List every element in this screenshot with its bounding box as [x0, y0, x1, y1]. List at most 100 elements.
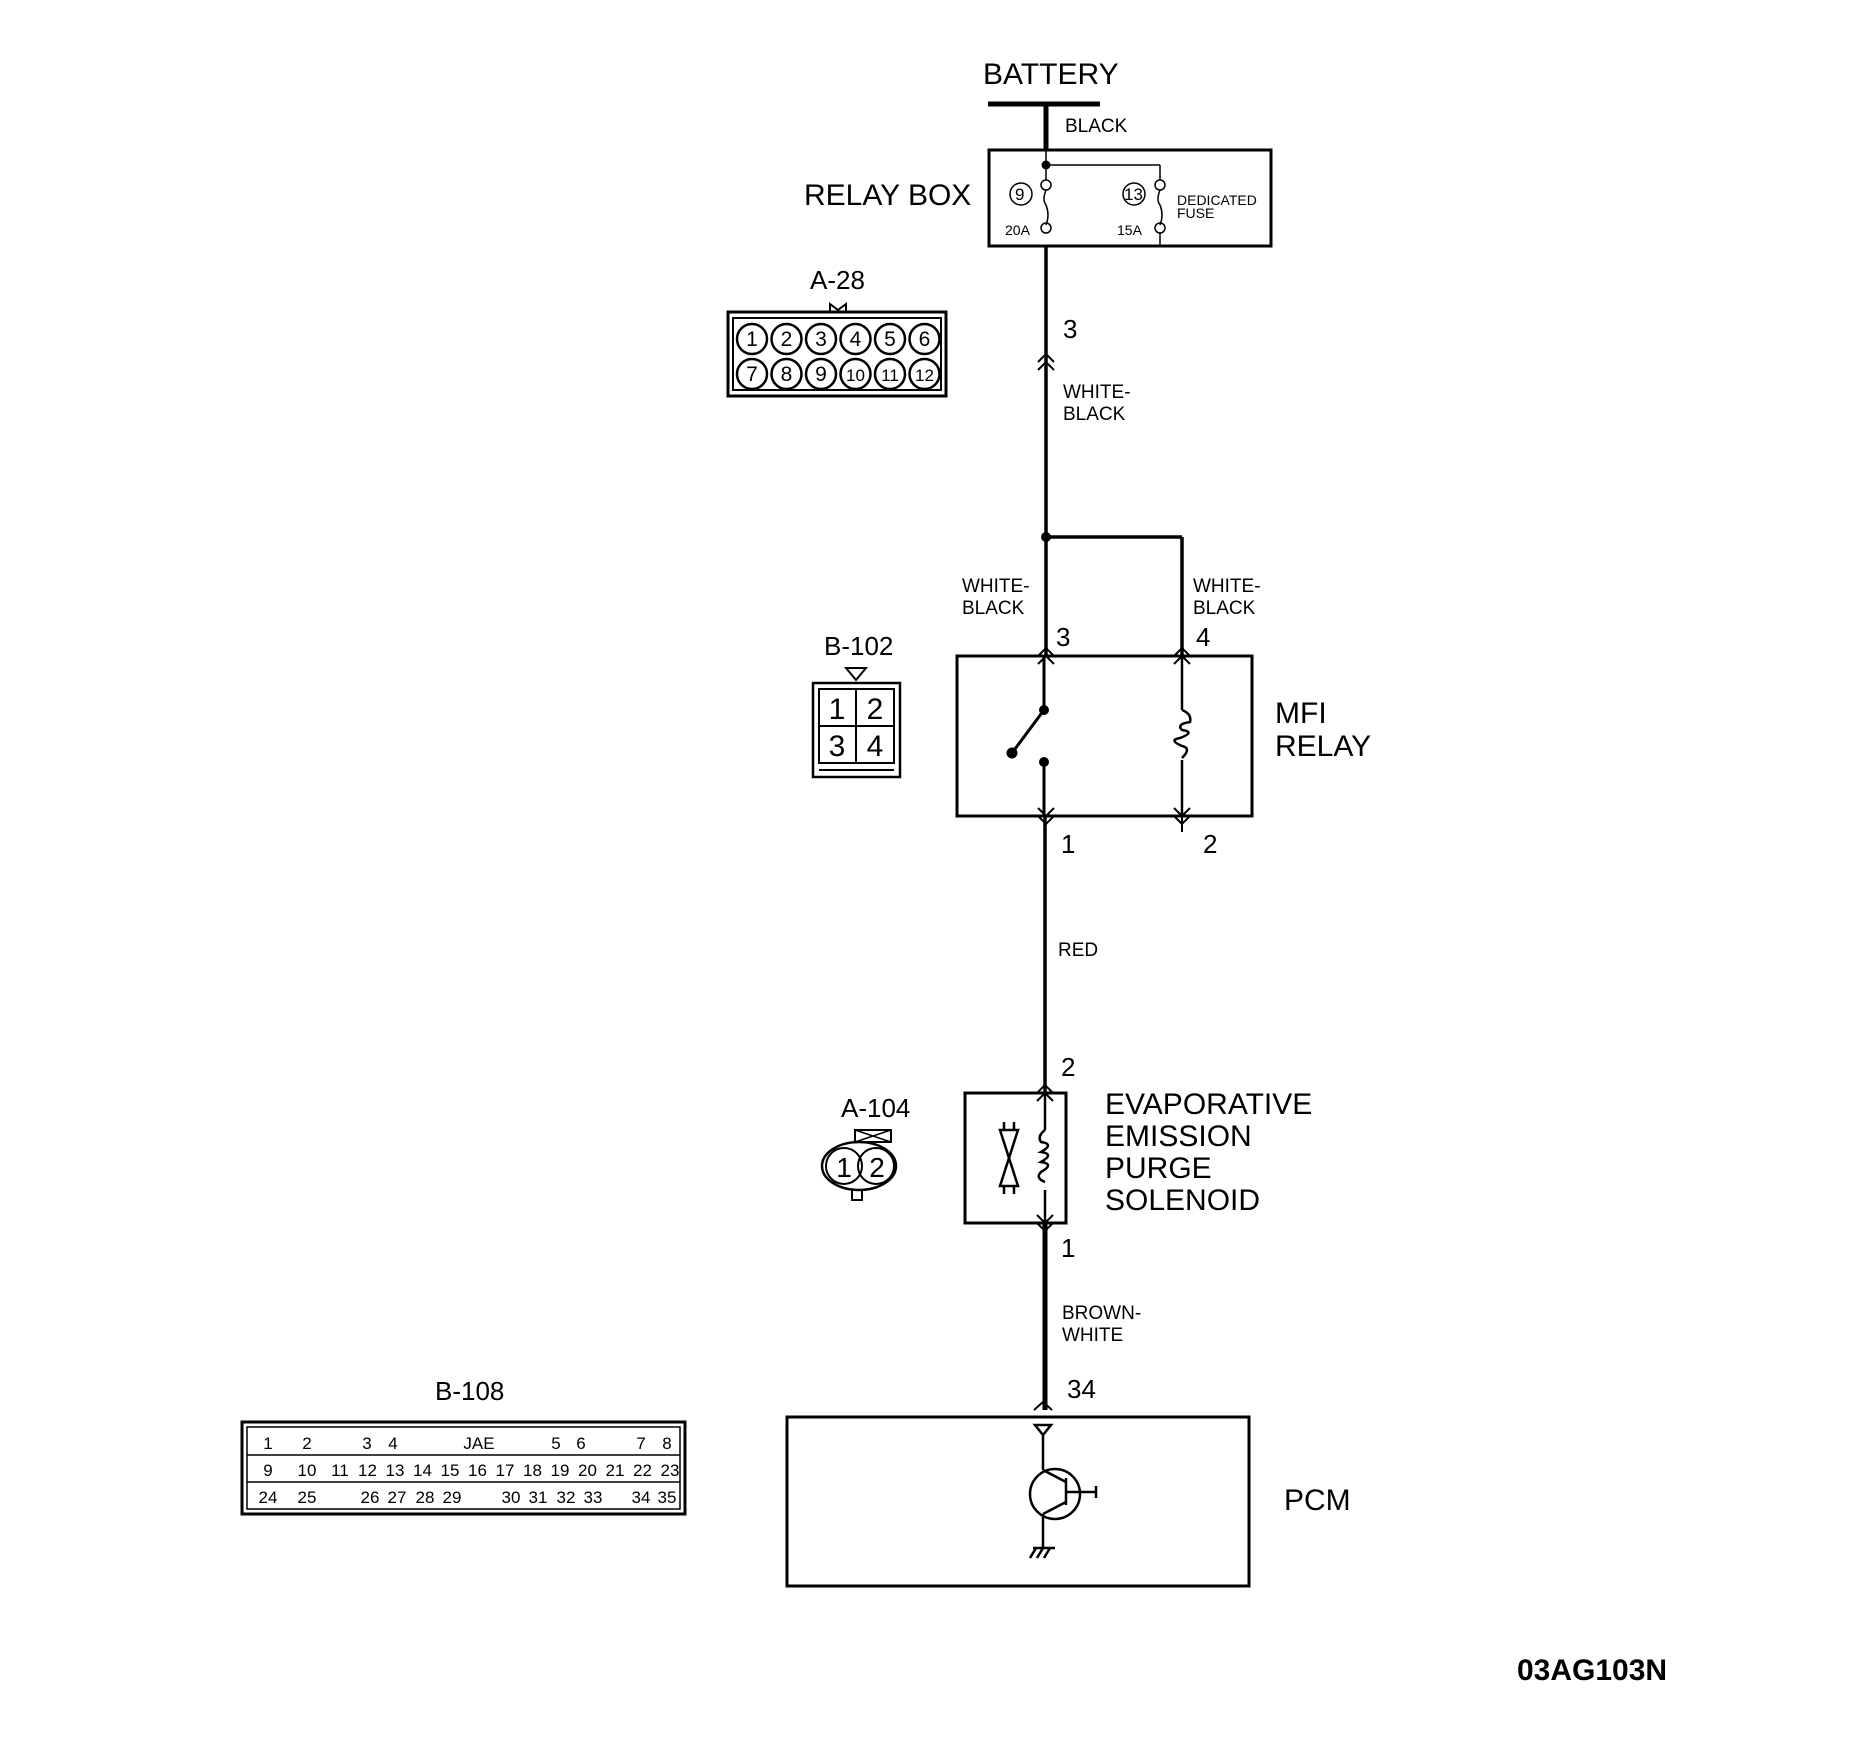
pin-label: 15 [441, 1461, 460, 1480]
fuse-9-number-circle [1009, 182, 1033, 206]
solenoid-label: EVAPORATIVE [1105, 1088, 1312, 1121]
pin-number: 1 [1061, 1233, 1075, 1263]
pin-label: 25 [298, 1488, 317, 1507]
connector-mark-icon [1037, 352, 1055, 371]
pin-label: 33 [584, 1488, 603, 1507]
pin-circle [770, 322, 803, 356]
fuse-rating: 15A [1117, 222, 1143, 238]
pin-circle [735, 322, 769, 356]
pin-label: 35 [658, 1488, 677, 1507]
fuse-note: DEDICATED [1177, 192, 1257, 208]
connector-b102 [811, 667, 902, 779]
pin-label: 24 [259, 1488, 278, 1507]
pin-number: 1 [1061, 829, 1075, 859]
pin-circle [908, 357, 941, 391]
pin-label: 13 [386, 1461, 405, 1480]
wire-color-label: WHITE- [962, 576, 1030, 597]
connector-label: A-28 [810, 265, 865, 295]
pin-label: 10 [846, 366, 865, 385]
solenoid-label: PURGE [1105, 1152, 1212, 1185]
pin-label: 29 [443, 1488, 462, 1507]
pin-number: 2 [1203, 829, 1217, 859]
connector-label: B-108 [435, 1376, 504, 1406]
wire-color-label: WHITE- [1063, 382, 1131, 403]
pin-label: 8 [781, 363, 793, 386]
pin-label: 7 [636, 1434, 645, 1453]
pin-circle [804, 322, 838, 356]
fuse-note: FUSE [1177, 205, 1214, 221]
solenoid-box [963, 1091, 1068, 1225]
pin-label: 2 [867, 693, 884, 726]
wire-color-label: BLACK [962, 598, 1025, 619]
transistor-icon [1028, 1423, 1098, 1559]
battery-label: BATTERY [983, 58, 1119, 91]
mfi-relay-label: MFI [1275, 697, 1327, 730]
pin-label: 2 [869, 1152, 885, 1183]
connector-mark-icon [1037, 646, 1055, 665]
fuse-9-icon [1043, 189, 1049, 226]
pin-label: 5 [551, 1434, 560, 1453]
connector-label: A-104 [841, 1093, 910, 1123]
wire-color-label: BROWN- [1062, 1303, 1141, 1324]
pcm-box [785, 1415, 1251, 1588]
pin-circle [873, 357, 907, 391]
pin-label: 7 [746, 363, 758, 386]
relay-coil-icon [1173, 656, 1192, 816]
pin-label: 1 [829, 693, 846, 726]
pin-label: 9 [815, 363, 827, 386]
pin-label: 31 [529, 1488, 548, 1507]
pin-label: 9 [263, 1461, 272, 1480]
pin-circle [770, 357, 803, 391]
pin-label: 22 [633, 1461, 652, 1480]
pin-label: 34 [632, 1488, 651, 1507]
fuse-13-terminal-top-icon [1154, 179, 1166, 191]
pin-label: 6 [576, 1434, 585, 1453]
valve-icon [998, 1122, 1020, 1194]
pin-label: JAE [463, 1434, 494, 1453]
pin-label: 23 [661, 1461, 680, 1480]
fuse-number: 13 [1124, 185, 1143, 204]
fuse-rating: 20A [1005, 222, 1031, 238]
relay-switch-icon [1006, 656, 1049, 816]
pin-label: 27 [388, 1488, 407, 1507]
pin-label: 2 [781, 328, 793, 351]
pin-label: 21 [606, 1461, 625, 1480]
connector-mark-icon [1033, 1400, 1053, 1411]
pin-label: 3 [829, 730, 846, 763]
pin-label: 4 [850, 328, 862, 351]
pin-label: 1 [746, 328, 758, 351]
pin-number: 3 [1056, 622, 1070, 652]
fuse-number: 9 [1015, 185, 1024, 204]
pcm-label: PCM [1284, 1484, 1351, 1517]
connector-a28 [726, 302, 948, 398]
pin-label: 30 [502, 1488, 521, 1507]
pin-circle [839, 357, 872, 391]
pin-label: 3 [815, 328, 827, 351]
diagram-code: 03AG103N [1517, 1654, 1667, 1687]
pin-label: 1 [836, 1152, 852, 1183]
relay-box [987, 148, 1273, 248]
pin-label: 4 [388, 1434, 397, 1453]
wire-color-label: BLACK [1193, 598, 1256, 619]
wire-color-label: BLACK [1063, 404, 1126, 425]
solenoid-label: SOLENOID [1105, 1184, 1260, 1217]
solenoid-label: EMISSION [1105, 1120, 1252, 1153]
pin-number: 4 [1196, 622, 1210, 652]
pin-number: 3 [1063, 314, 1077, 344]
pin-label: 11 [331, 1461, 349, 1480]
wire-color-label: WHITE- [1193, 576, 1261, 597]
pin-circle [908, 322, 941, 356]
connector-label: B-102 [824, 631, 893, 661]
pin-label: 5 [884, 328, 896, 351]
pin-label: 19 [551, 1461, 570, 1480]
pin-label: 1 [263, 1434, 272, 1453]
pin-label: 17 [496, 1461, 515, 1480]
pin-label: 6 [919, 328, 931, 351]
pin-label: 11 [881, 366, 899, 385]
pin-circle [839, 322, 872, 356]
pin-circle [873, 322, 907, 356]
